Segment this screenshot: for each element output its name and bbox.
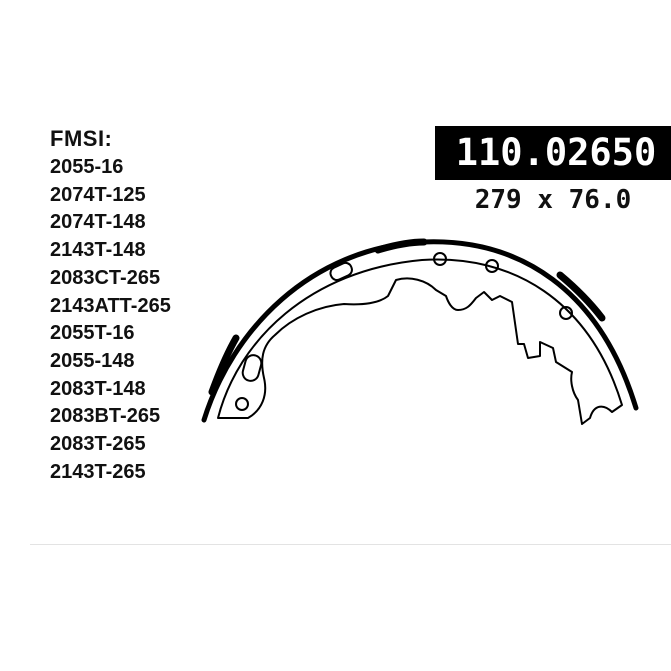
fmsi-code: 2083T-148 [50,377,146,400]
fmsi-code: 2143T-148 [50,239,146,262]
fmsi-code: 2074T-148 [50,211,146,234]
brake-shoe-web-outline [217,258,623,425]
rivet-hole-icon [485,259,499,273]
brake-lining-segment-left [208,334,240,396]
fmsi-section: FMSI: 2055-16 2074T-125 2074T-148 2143T-… [50,126,240,486]
fmsi-code: 2055-148 [50,349,135,372]
rivet-hole-icon [433,252,447,266]
part-number-badge: 110.02650 [435,126,671,180]
divider-line [30,544,671,545]
fmsi-code: 2055T-16 [50,322,135,345]
fmsi-code: 2074T-125 [50,183,146,206]
fmsi-code: 2055-16 [50,156,124,178]
rivet-hole-icon [559,306,573,320]
fmsi-code: 2143T-265 [50,460,146,483]
fmsi-code: 2083T-265 [50,433,146,456]
fmsi-title: FMSI: [50,126,113,151]
fmsi-code: 2083BT-265 [50,405,161,428]
fmsi-code: 2143ATT-265 [50,294,171,317]
fmsi-code-list: 2055-16 2074T-125 2074T-148 2143T-148 20… [50,154,240,486]
dimensions-label: 279 x 76.0 [474,185,632,215]
brake-lining-segment-right [556,271,606,322]
slot-hole-icon [241,354,263,382]
brake-shoe-diagram [201,238,639,425]
slot-hole-icon [329,261,353,282]
fmsi-code: 2083CT-265 [50,266,161,289]
brake-lining-segment-top [374,238,428,254]
brake-lining-outer-arc [201,239,639,423]
rivet-hole-icon [235,397,249,411]
